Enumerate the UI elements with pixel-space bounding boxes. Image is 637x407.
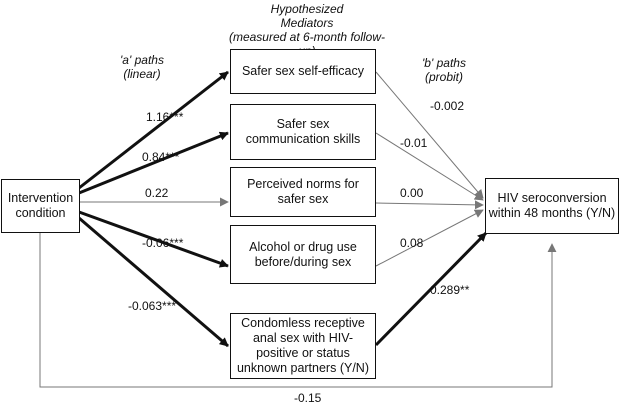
b-coef-3: 0.00: [400, 186, 424, 200]
b-coef-2: -0.01: [400, 136, 428, 150]
b-path-1: [375, 71, 484, 199]
mediator-communication-skills: Safer sex communication skills: [230, 104, 376, 160]
intervention-node: Intervention condition: [1, 179, 80, 233]
mediator-alcohol-drug-use: Alcohol or drug use before/during sex: [230, 225, 376, 284]
b-coef-1: -0.002: [430, 99, 465, 113]
a-coef-4: -0.06***: [142, 236, 184, 250]
mediator-self-efficacy: Safer sex self-efficacy: [230, 49, 376, 94]
a-coef-1: 1.16***: [146, 110, 184, 124]
a-paths-title: 'a' paths (linear): [120, 53, 164, 81]
b-path-2: [375, 132, 484, 201]
mediator-condomless-sex: Condomless receptive anal sex with HIV- …: [230, 313, 376, 379]
b-coef-5: 0.289**: [430, 283, 470, 297]
mediator-perceived-norms: Perceived norms for safer sex: [230, 167, 376, 217]
b-path-4: [375, 209, 484, 267]
direct-path: [39, 232, 557, 388]
b-path-5: [374, 231, 488, 347]
a-path-5: [78, 216, 229, 348]
a-path-2: [78, 131, 229, 195]
b-coef-4: 0.08: [400, 236, 424, 250]
a-coef-3: 0.22: [145, 186, 169, 200]
mediators-title: Hypothesized Mediators (measured at 6-mo…: [228, 2, 386, 58]
b-path-3: [375, 200, 484, 210]
direct-path-coef: -0.15: [294, 391, 322, 405]
a-coef-2: 0.84***: [142, 150, 180, 164]
a-path-1: [78, 70, 229, 190]
b-paths-title: 'b' paths (probit): [422, 56, 466, 84]
a-path-4: [78, 210, 229, 268]
a-coef-5: -0.063***: [128, 299, 177, 313]
outcome-node: HIV seroconversion within 48 months (Y/N…: [485, 178, 619, 234]
